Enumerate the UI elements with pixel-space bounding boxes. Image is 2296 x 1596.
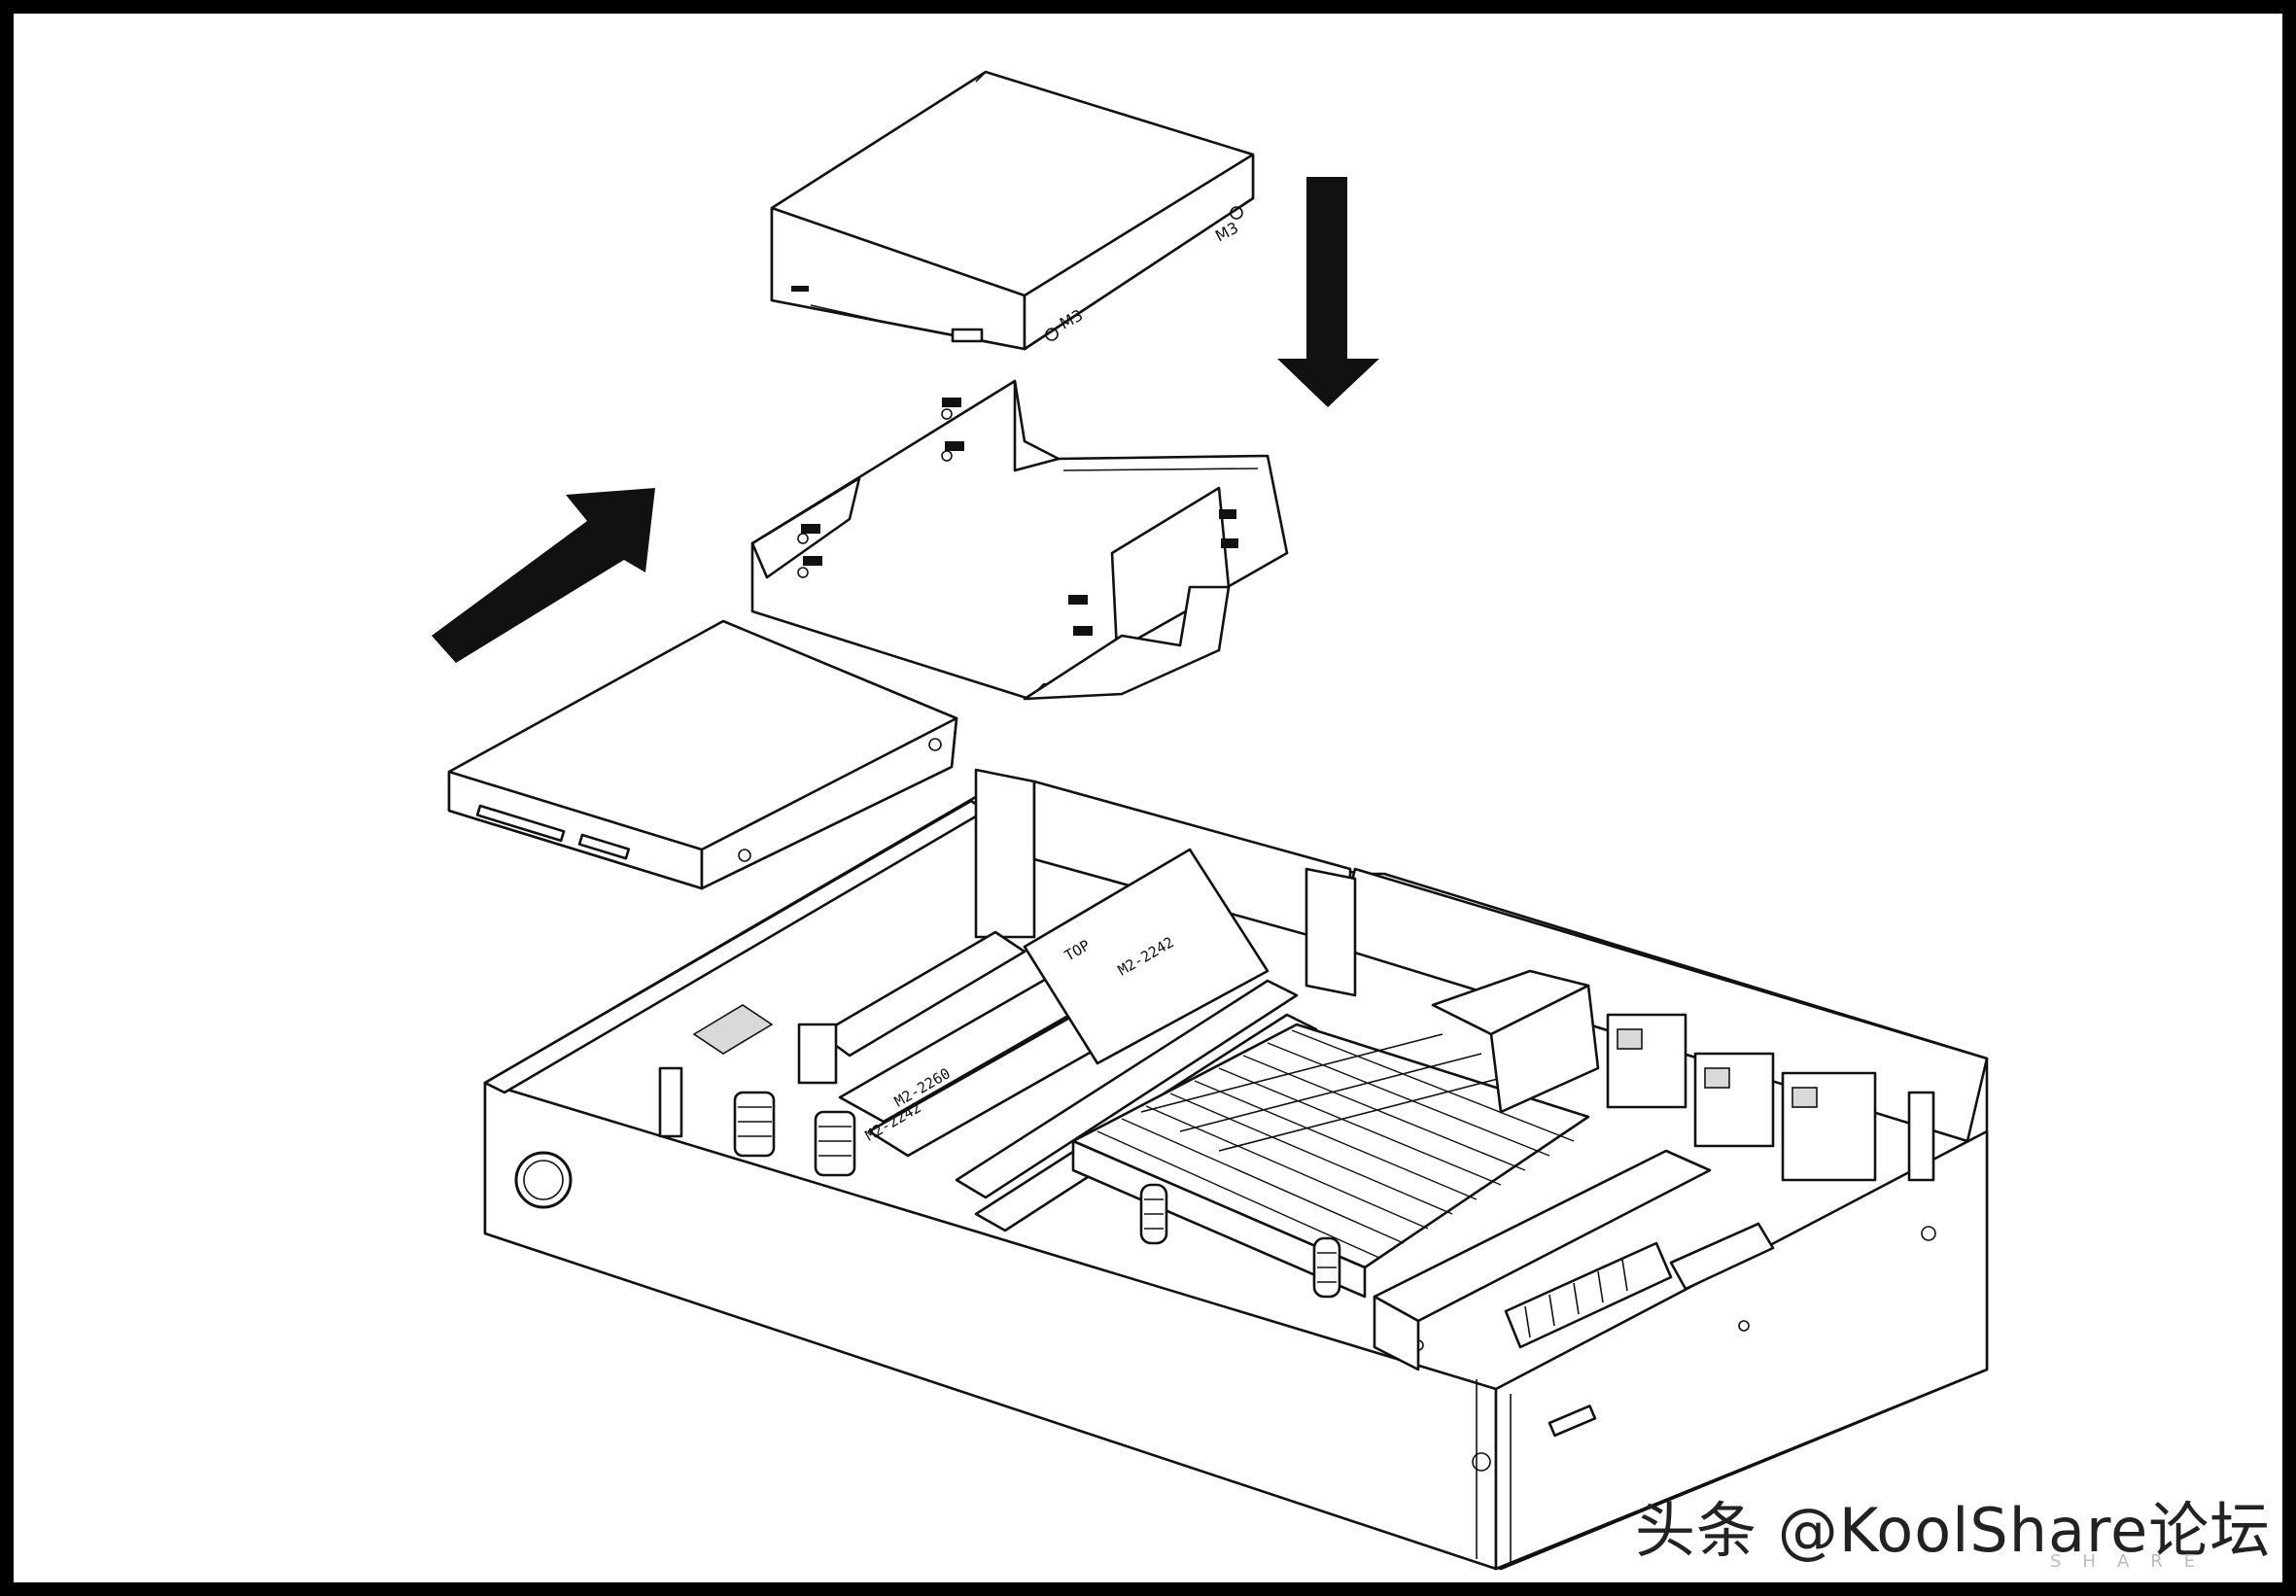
heatsink [1071,1023,1590,1299]
arrow-up-right-icon [432,488,655,663]
heatsink-screw-left-icon [1139,1183,1168,1245]
heatsink-screw-right-icon [1312,1236,1341,1299]
atx-power-connector [1504,1241,1673,1349]
watermark-text: 头条 @KoolShare论坛 [1635,1495,2272,1566]
mini-pc-chassis: M2-2260 M2-2242 TOP M2-2242 [483,768,1989,1571]
hdd-3-5-inch: M3 M3 [770,70,1255,351]
coil-right-icon [814,1110,856,1177]
ssd-2-5-inch [447,619,958,890]
watermark-subtext: SHARE [2050,1551,2217,1572]
coil-left-icon [733,1091,776,1158]
drive-bracket [750,379,1289,701]
rear-io-ports [1431,969,1877,1182]
diagram-frame: M3 M3 [14,14,2282,1582]
arrow-down-icon [1277,177,1379,407]
exploded-assembly-drawing: M3 M3 [432,70,1989,1571]
